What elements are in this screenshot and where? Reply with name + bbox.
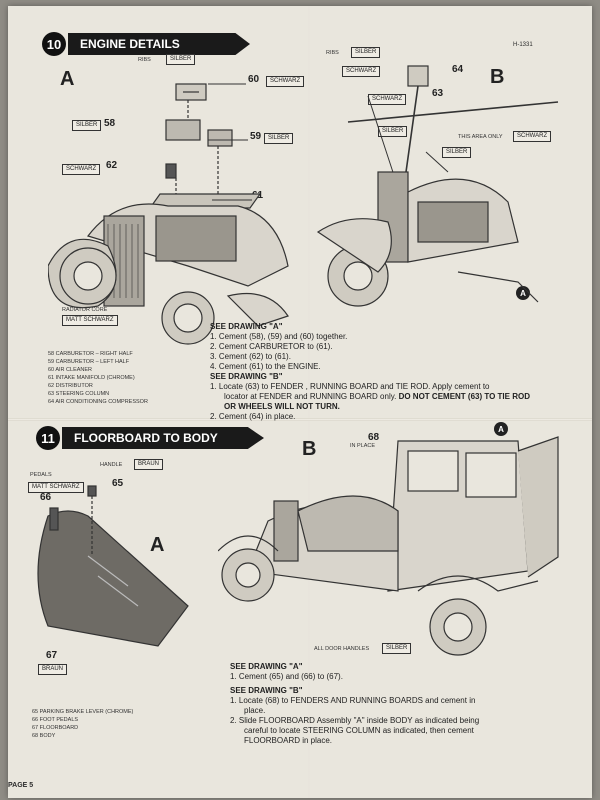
warning-text: DO NOT CEMENT (63) TO TIE ROD <box>398 392 530 401</box>
silber-color-label: SILBER <box>264 133 294 144</box>
silber-color-label: SILBER <box>351 47 381 58</box>
drawing-a-letter: A <box>60 68 75 90</box>
warning-text: OR WHEELS WILL NOT TURN. <box>224 402 340 411</box>
drawing-a-heading: SEE DRAWING "A" <box>210 322 283 331</box>
drawing-b-heading: SEE DRAWING "B" <box>210 372 283 381</box>
instruction-step: careful to locate STEERING COLUMN as ind… <box>244 726 474 735</box>
engine-details-drawing-b <box>316 65 559 307</box>
instruction-step: locator at FENDER and RUNNING BOARD only… <box>210 392 530 402</box>
legend-item: 66 FOOT PEDALS <box>32 717 79 723</box>
parts-legend-10: 58 CARBURETOR – RIGHT HALF 59 CARBURETOR… <box>48 350 148 406</box>
schwarz-color-label: SCHWARZ <box>266 76 305 87</box>
braun-color-label: BRAUN <box>134 459 164 470</box>
drawing-a-heading: SEE DRAWING "A" <box>230 662 303 671</box>
silber-color-label: SILBER <box>382 643 412 654</box>
step-11-number: 11 <box>36 426 60 450</box>
legend-item: 60 AIR CLEANER <box>48 367 93 373</box>
part-number-60: 60 <box>248 74 260 85</box>
legend-item: 65 PARKING BRAKE LEVER (CHROME) <box>32 709 134 715</box>
legend-item: 58 CARBURETOR – RIGHT HALF <box>48 351 133 357</box>
ribs-label: RIBS <box>138 57 151 63</box>
paper-fold-horizontal <box>8 418 592 421</box>
schwarz-color-label: SCHWARZ <box>342 66 381 77</box>
callout-a-marker: A <box>494 422 508 436</box>
legend-item: 62 DISTRIBUTOR <box>48 383 93 389</box>
step-11-title: FLOORBOARD TO BODY <box>62 427 264 449</box>
part-number-63: 63 <box>432 88 444 99</box>
handle-label: HANDLE <box>100 462 123 468</box>
silber-color-label: SILBER <box>442 147 472 158</box>
silber-color-label: SILBER <box>166 54 196 65</box>
instruction-step: 1. Locate (63) to FENDER , RUNNING BOARD… <box>210 382 490 391</box>
part-number-58: 58 <box>104 118 116 129</box>
braun-color-label: BRAUN <box>38 664 68 675</box>
callout-a-marker: A <box>516 286 530 300</box>
legend-item: 67 FLOORBOARD <box>32 725 79 731</box>
matt-schwarz-color-label: MATT SCHWARZ <box>62 315 118 326</box>
part-number-62: 62 <box>106 160 118 171</box>
part-number-64: 64 <box>452 64 464 75</box>
in-place-label: IN PLACE <box>350 443 376 449</box>
step-10-number: 10 <box>42 32 66 56</box>
silber-color-label: SILBER <box>378 126 408 137</box>
instructions-10: SEE DRAWING "A" 1. Cement (58), (59) and… <box>210 322 530 422</box>
pedals-label: PEDALS <box>30 472 52 478</box>
schwarz-color-label: SCHWARZ <box>513 131 552 142</box>
legend-item: 64 AIR CONDITIONING COMPRESSOR <box>48 399 148 405</box>
instruction-step: 1. Cement (58), (59) and (60) together. <box>210 332 348 341</box>
part-number-59: 59 <box>250 131 262 142</box>
instruction-step: 1. Locate (68) to FENDERS AND RUNNING BO… <box>230 696 476 705</box>
page-label: PAGE 5 <box>8 782 34 789</box>
instruction-text: locator at FENDER and RUNNING BOARD only… <box>224 392 397 401</box>
part-number-66: 66 <box>40 492 52 503</box>
part-number-65: 65 <box>112 478 124 489</box>
instruction-step: 1. Cement (65) and (66) to (67). <box>230 672 343 681</box>
part-number-68: 68 <box>368 432 380 443</box>
drawing-b-letter: B <box>490 66 505 88</box>
instruction-step: 2. Slide FLOORBOARD Assembly "A" inside … <box>230 716 480 725</box>
schwarz-color-label: SCHWARZ <box>62 164 101 175</box>
instruction-step: place. <box>244 706 266 715</box>
instruction-step: 3. Cement (62) to (61). <box>210 352 291 361</box>
engine-details-drawing-a <box>48 83 289 345</box>
ribs-label: RIBS <box>326 50 339 56</box>
schwarz-color-label: SCHWARZ <box>368 94 407 105</box>
drawing-a-letter: A <box>150 534 165 556</box>
legend-item: 63 STEERING COLUMN <box>48 391 110 397</box>
drawing-b-letter: B <box>302 438 317 460</box>
legend-item: 61 INTAKE MANIFOLD (CHROME) <box>48 375 135 381</box>
instruction-step: FLOORBOARD in place. <box>244 736 333 745</box>
legend-item: 68 BODY <box>32 733 56 739</box>
instruction-sheet: 10 ENGINE DETAILS H-1331 A B RIBS SILBER… <box>8 6 592 798</box>
instruction-step: 2. Cement (64) in place. <box>210 412 296 421</box>
all-door-handles-label: ALL DOOR HANDLES <box>314 646 370 652</box>
instruction-step: 4. Cement (61) to the ENGINE. <box>210 362 321 371</box>
leader-lines-a <box>208 83 252 201</box>
part-number-67: 67 <box>46 650 58 661</box>
part-code: H-1331 <box>513 42 533 48</box>
legend-item: 59 CARBURETOR – LEFT HALF <box>48 359 130 365</box>
radiator-core-label: RADIATOR CORE <box>62 307 108 313</box>
parts-legend-11: 65 PARKING BRAKE LEVER (CHROME) 66 FOOT … <box>32 708 133 740</box>
paper-fold-vertical <box>308 6 310 798</box>
drawing-b-heading: SEE DRAWING "B" <box>230 686 303 695</box>
matt-schwarz-color-label: MATT SCHWARZ <box>28 482 84 493</box>
silber-color-label: SILBER <box>72 120 102 131</box>
this-area-only-label: THIS AREA ONLY <box>458 134 503 140</box>
floorboard-drawing-a <box>37 485 189 647</box>
floorboard-drawing-b <box>218 436 559 656</box>
instruction-step: 2. Cement CARBURETOR to (61). <box>210 342 333 351</box>
step-10-title: ENGINE DETAILS <box>68 33 250 55</box>
instructions-11: SEE DRAWING "A" 1. Cement (65) and (66) … <box>230 662 479 746</box>
